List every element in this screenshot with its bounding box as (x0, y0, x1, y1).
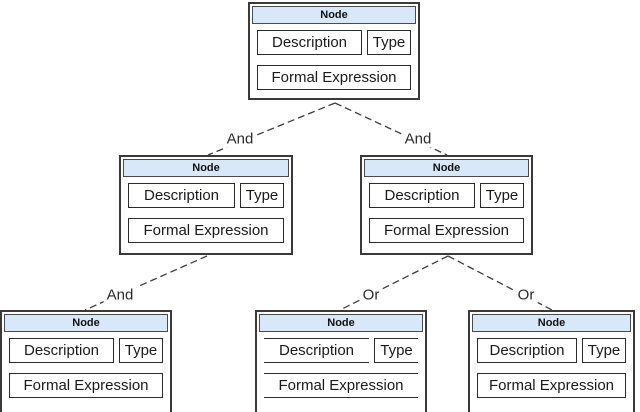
type-box: Type (374, 338, 418, 363)
node-mid-left-body: Description Type Formal Expression (121, 179, 291, 251)
node-bottom-right-body: Description Type Formal Expression (470, 334, 633, 406)
edge-label-or-bottom-right: Or (514, 286, 538, 304)
node-root: Node Description Type Formal Expression (248, 2, 420, 100)
edge-label-and-left: And (223, 130, 257, 148)
type-box: Type (240, 183, 284, 208)
edge-label-and-right: And (401, 130, 435, 148)
description-box: Description (9, 338, 114, 363)
edge-mid-right-to-bottom-middle (339, 255, 449, 311)
formal-expression-box: Formal Expression (9, 373, 163, 398)
edge-label-and-bottom-left: And (103, 286, 137, 304)
node-bottom-left-header: Node (4, 314, 168, 332)
formal-expression-box: Formal Expression (369, 218, 524, 243)
type-box: Type (480, 183, 524, 208)
node-mid-left: Node Description Type Formal Expression (119, 155, 293, 255)
edge-mid-right-to-bottom-right (447, 255, 553, 311)
description-box: Description (264, 338, 369, 363)
description-box: Description (477, 338, 577, 363)
node-mid-right: Node Description Type Formal Expression (360, 155, 533, 255)
node-bottom-right-header: Node (472, 314, 631, 332)
description-box: Description (257, 30, 362, 55)
type-box: Type (582, 338, 626, 363)
type-box: Type (119, 338, 163, 363)
node-bottom-right: Node Description Type Formal Expression (468, 310, 635, 412)
node-bottom-middle-header: Node (259, 314, 423, 332)
node-bottom-middle-body: Description Type Formal Expression (257, 334, 425, 406)
node-root-header: Node (252, 6, 416, 24)
node-mid-right-header: Node (364, 159, 529, 177)
formal-expression-box: Formal Expression (477, 373, 626, 398)
description-box: Description (128, 183, 235, 208)
node-mid-left-header: Node (123, 159, 289, 177)
node-bottom-left: Node Description Type Formal Expression (0, 310, 172, 412)
node-bottom-left-body: Description Type Formal Expression (2, 334, 170, 406)
formal-expression-box: Formal Expression (257, 65, 411, 90)
edge-label-or-bottom-middle: Or (359, 286, 383, 304)
node-mid-right-body: Description Type Formal Expression (362, 179, 531, 251)
node-root-body: Description Type Formal Expression (250, 26, 418, 98)
type-box: Type (367, 30, 411, 55)
node-bottom-middle: Node Description Type Formal Expression (255, 310, 427, 412)
formal-expression-box: Formal Expression (264, 373, 418, 398)
description-box: Description (369, 183, 475, 208)
formal-expression-box: Formal Expression (128, 218, 284, 243)
